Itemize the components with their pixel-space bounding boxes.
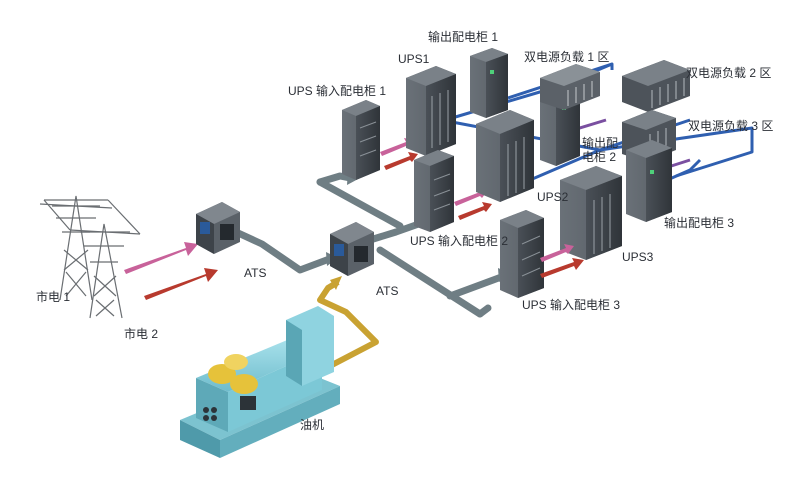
dual-power-zone-1-label: 双电源负载 1 区 [524,50,610,64]
generator-label: 油机 [300,418,325,432]
ups-input-cabinet-2-label: UPS 输入配电柜 2 [410,234,509,248]
ups-2-label: UPS2 [537,190,569,204]
transmission-towers [39,195,141,319]
ups-input-cabinet-2-box [414,150,454,232]
dual-power-zone-3-label: 双电源负载 3 区 [688,119,774,133]
ats-2-label: ATS [376,284,399,298]
ups-2-box [476,110,534,202]
output-cabinet-3-box [626,140,672,222]
grid-power-1-label: 市电 1 [36,290,71,304]
output-cabinet-1-label: 输出配电柜 1 [428,30,499,44]
ups-input-cabinet-3-label: UPS 输入配电柜 3 [522,298,621,312]
ups-input-cabinet-1-label: UPS 输入配电柜 1 [288,84,387,98]
ats-1-box [196,202,240,254]
generator-set [180,306,340,458]
ups-input-cabinet-1-box [342,100,380,180]
ups-input-cabinet-3-box [500,210,544,298]
ats-2-box [330,222,374,276]
ups-1-box [406,66,456,156]
grid-arrows [124,242,218,300]
ups-3-box [560,166,622,260]
dual-power-zone-2-label: 双电源负载 2 区 [686,66,772,80]
yellow-generator-cable [317,279,379,369]
output-cabinet-1-box [470,48,508,118]
ups-3-label: UPS3 [622,250,654,264]
dual-power-zone-2-racks [622,60,690,112]
dual-power-zone-1-racks [540,64,600,110]
output-cabinet-2-label: 输出配 电柜 2 [582,136,619,164]
ups-1-label: UPS1 [398,52,430,66]
cabinet-1-arrows [380,138,418,170]
grid-power-2-label: 市电 2 [124,327,159,341]
cabinet-3-arrows [540,244,584,278]
output-cabinet-3-label: 输出配电柜 3 [664,216,735,230]
ats-1-label: ATS [244,266,267,280]
